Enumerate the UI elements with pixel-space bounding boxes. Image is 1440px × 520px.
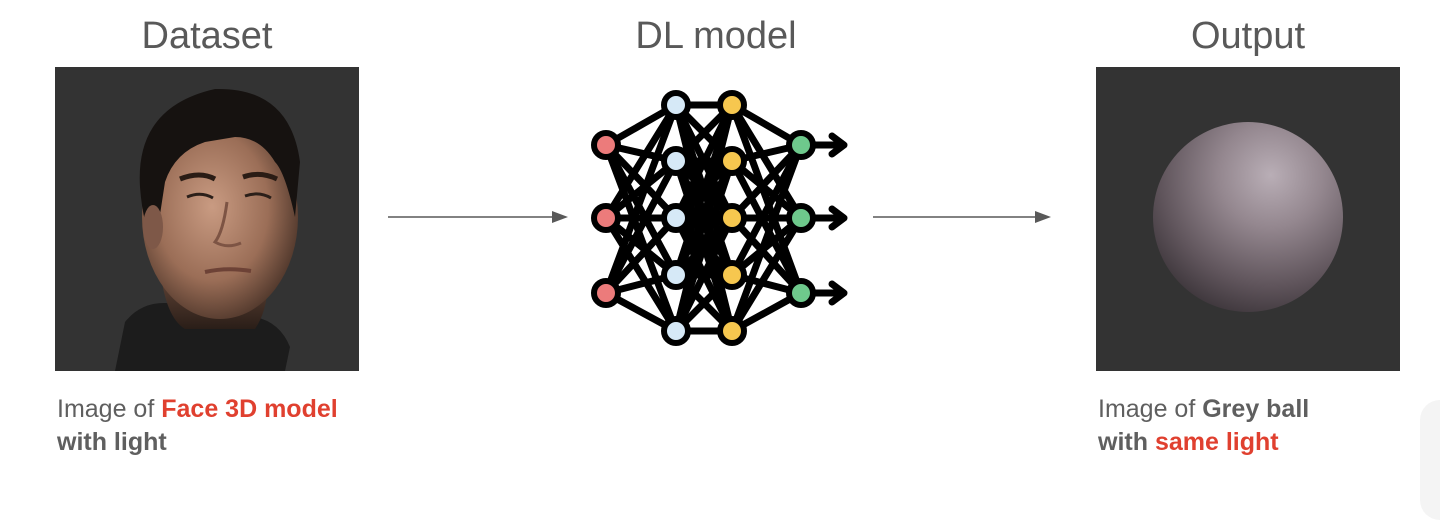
nn-edge [728, 101, 805, 297]
dl-model-heading: DL model [635, 15, 797, 57]
output-node [786, 278, 816, 308]
nn-edge [602, 214, 680, 335]
nn-edge [602, 157, 680, 297]
hidden-node-b [717, 146, 747, 176]
grey-sphere-render-icon [1153, 122, 1343, 312]
input-node [591, 278, 621, 308]
nn-edge [728, 101, 805, 222]
nn-edge [672, 214, 736, 335]
nn-edge [728, 214, 805, 297]
output-node [786, 130, 816, 160]
nn-arrowhead [828, 205, 848, 231]
output-heading: Output [1190, 15, 1306, 57]
nn-edge [728, 141, 805, 335]
nn-edge [602, 214, 680, 297]
nn-edge [728, 157, 805, 297]
face-caption-line-1: Image of Face 3D model [57, 393, 338, 426]
hidden-node-a [661, 90, 691, 120]
hidden-node-b [717, 316, 747, 346]
face-caption-line-2: with light [57, 428, 167, 456]
nn-edge [602, 141, 680, 222]
hidden-node-a [661, 146, 691, 176]
ball-caption-line2-prefix: with [1098, 428, 1155, 456]
face-caption-prefix: Image of [57, 395, 162, 423]
nn-edge [672, 157, 736, 335]
nn-edge [602, 141, 680, 335]
nn-arrowhead [828, 280, 848, 306]
nn-edge [602, 101, 680, 222]
corner-decoration [1420, 400, 1440, 520]
nn-edge [728, 214, 805, 335]
hidden-node-b [717, 260, 747, 290]
nn-edge [728, 141, 805, 222]
ball-caption-bold: Grey ball [1202, 395, 1310, 423]
output-node [786, 203, 816, 233]
hidden-node-a [661, 203, 691, 233]
ball-caption-prefix: Image of [1098, 395, 1203, 423]
nn-arrowhead [828, 132, 848, 158]
input-node [591, 203, 621, 233]
arrow-to-model-icon [388, 211, 568, 223]
hidden-node-a [661, 260, 691, 290]
grey-ball-render-image [1096, 67, 1400, 371]
ball-caption-line-2: with same light [1098, 426, 1309, 459]
ball-caption: Image of Grey ball with same light [1098, 393, 1309, 459]
nn-edge [602, 101, 680, 297]
hidden-node-b [717, 203, 747, 233]
arrow-to-output-icon [873, 211, 1051, 223]
ball-caption-highlight: same light [1154, 428, 1279, 456]
ball-caption-line-1: Image of Grey ball [1098, 393, 1309, 426]
input-node [591, 130, 621, 160]
nn-edge [602, 214, 680, 279]
neural-network-icon [591, 90, 848, 346]
face-3d-render-icon [115, 88, 300, 371]
dataset-heading: Dataset [141, 15, 273, 57]
face-caption: Image of Face 3D model with light [57, 393, 338, 459]
hidden-node-a [661, 316, 691, 346]
face-render-image [55, 67, 359, 371]
face-caption-highlight: Face 3D model [161, 395, 338, 423]
hidden-node-b [717, 90, 747, 120]
